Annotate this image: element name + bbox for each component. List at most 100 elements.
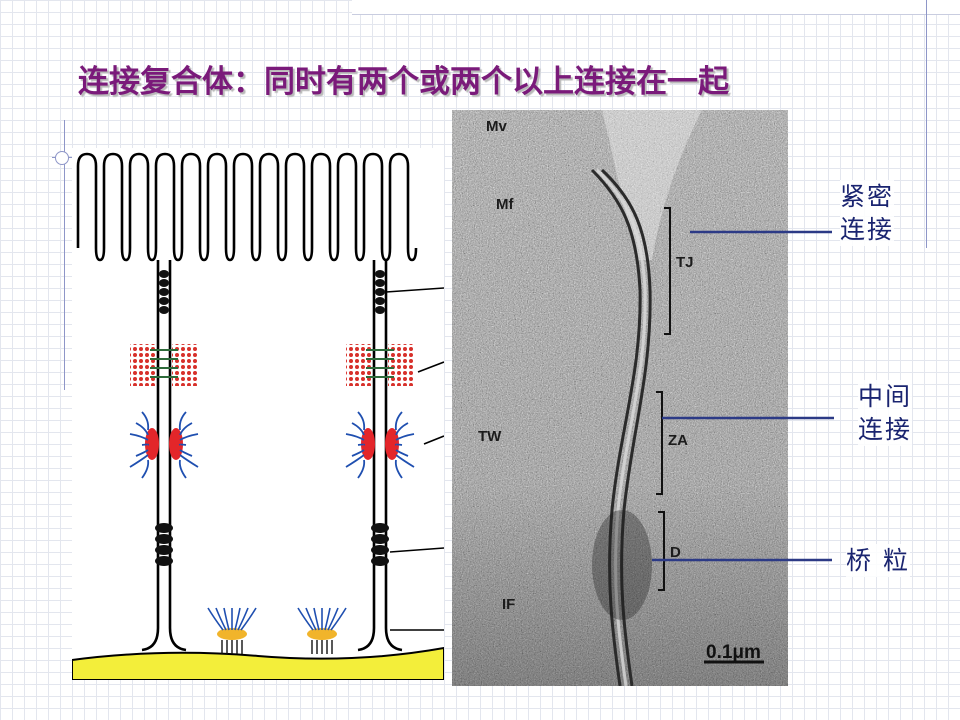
intermediate-filament bbox=[351, 449, 365, 457]
electron-micrograph bbox=[452, 110, 792, 687]
lateral-membrane-2 bbox=[384, 260, 403, 652]
hemidesmosome-filament bbox=[330, 607, 347, 631]
desmosome-plaque bbox=[385, 428, 399, 460]
gap-junction-bead bbox=[371, 556, 389, 566]
intermediate-filament bbox=[395, 454, 415, 468]
tight-junction-bead bbox=[375, 297, 385, 305]
schematic-pointer-desmosome bbox=[389, 547, 445, 553]
hemidesmosome-filament bbox=[223, 607, 230, 631]
label-zonula-adherens: 中间 连接 bbox=[858, 380, 913, 446]
intermediate-filament bbox=[178, 443, 187, 446]
intermediate-filament bbox=[179, 433, 199, 441]
label-zonula-adherens-line2: 连接 bbox=[858, 415, 913, 444]
right-decorative-line bbox=[926, 0, 927, 248]
gap-junction-bead bbox=[155, 556, 173, 566]
hemidesmosome-filament bbox=[297, 607, 314, 631]
intermediate-filament bbox=[141, 411, 150, 431]
gap-junction-bead bbox=[371, 545, 389, 555]
hemidesmosome-plaque bbox=[307, 628, 337, 640]
intermediate-filament bbox=[357, 459, 366, 479]
intermediate-filament bbox=[129, 433, 149, 441]
lateral-membrane-1 bbox=[141, 260, 160, 652]
intermediate-filament bbox=[345, 433, 365, 441]
left-decorative-line bbox=[64, 120, 65, 390]
intermediate-filament bbox=[345, 454, 365, 468]
lateral-membrane-1 bbox=[168, 260, 187, 652]
intermediate-filament bbox=[179, 422, 193, 436]
tight-junction-bead bbox=[375, 288, 385, 296]
intermediate-filament bbox=[395, 433, 415, 441]
lateral-membrane-2 bbox=[357, 260, 376, 652]
tight-junction-bead bbox=[159, 306, 169, 314]
label-tight-junction: 紧密 连接 bbox=[840, 180, 895, 246]
em-label-mf: Mf bbox=[496, 196, 514, 213]
junction-schematic-svg bbox=[71, 152, 445, 681]
top-decorative-band bbox=[352, 0, 960, 15]
intermediate-filament bbox=[395, 422, 409, 436]
em-label-za: ZA bbox=[668, 432, 688, 449]
hemidesmosome-filament bbox=[313, 607, 320, 631]
intermediate-filament bbox=[135, 422, 149, 436]
intermediate-filament bbox=[179, 454, 199, 468]
intermediate-filament bbox=[357, 411, 366, 431]
desmosome-plaque bbox=[169, 428, 183, 460]
slide-title: 连接复合体：同时有两个或两个以上连接在一起 bbox=[78, 64, 729, 100]
intermediate-filament bbox=[394, 443, 403, 446]
left-decorative-ring bbox=[55, 151, 69, 165]
bracket-tj bbox=[664, 207, 671, 335]
intermediate-filament bbox=[357, 443, 366, 446]
hemidesmosome-filament bbox=[207, 607, 224, 631]
tight-junction-bead bbox=[375, 306, 385, 314]
hemidesmosome-filament bbox=[324, 607, 331, 631]
intermediate-filament bbox=[178, 459, 187, 479]
gap-junction-bead bbox=[371, 534, 389, 544]
tight-junction-bead bbox=[159, 279, 169, 287]
em-label-tw: TW bbox=[478, 428, 502, 445]
desmosome-plaque bbox=[361, 428, 375, 460]
intermediate-filament bbox=[394, 411, 403, 431]
gap-junction-bead bbox=[155, 523, 173, 533]
bracket-d bbox=[658, 511, 665, 591]
membrane-left bbox=[590, 168, 642, 687]
junction-schematic bbox=[71, 148, 445, 681]
scale-bar-label: 0.1μm bbox=[706, 642, 761, 663]
hemidesmosome-plaque bbox=[217, 628, 247, 640]
intermediate-filament bbox=[141, 459, 150, 479]
schematic-pointer-zonula bbox=[423, 435, 445, 445]
gap-junction-bead bbox=[155, 534, 173, 544]
micrograph-svg bbox=[452, 110, 792, 687]
lumen-region bbox=[602, 110, 702, 260]
desmosome-plaque bbox=[145, 428, 159, 460]
intermediate-filament bbox=[179, 449, 193, 457]
em-label-mv: Mv bbox=[486, 118, 507, 135]
desmosome-plaque bbox=[592, 510, 652, 620]
intermediate-filament bbox=[129, 454, 149, 468]
intermediate-filament bbox=[178, 411, 187, 431]
intermediate-filament bbox=[394, 459, 403, 479]
tight-junction-bead bbox=[159, 270, 169, 278]
gap-junction-bead bbox=[155, 545, 173, 555]
intermediate-filament bbox=[395, 449, 409, 457]
hemidesmosome-filament bbox=[305, 607, 317, 631]
em-label-if: IF bbox=[502, 596, 516, 613]
junction-markers bbox=[129, 270, 415, 654]
em-label-d: D bbox=[670, 544, 681, 561]
intermediate-filament bbox=[135, 449, 149, 457]
schematic-pointer-tight bbox=[385, 287, 445, 293]
tight-junction-bead bbox=[375, 270, 385, 278]
label-tight-junction-line2: 连接 bbox=[840, 215, 895, 244]
label-desmosome: 桥 粒 bbox=[846, 544, 910, 577]
tight-junction-bead bbox=[159, 297, 169, 305]
gap-junction-bead bbox=[371, 523, 389, 533]
intercellular-gap bbox=[595, 168, 647, 687]
hemidesmosome-filament bbox=[237, 607, 249, 631]
schematic-pointer-adherens bbox=[417, 361, 445, 373]
intermediate-filament bbox=[351, 422, 365, 436]
microvilli-border bbox=[76, 152, 418, 262]
tight-junction-bead bbox=[159, 288, 169, 296]
label-tight-junction-line1: 紧密 bbox=[840, 182, 895, 211]
hemidesmosome-filament bbox=[327, 607, 339, 631]
basement-membrane bbox=[71, 646, 445, 681]
label-zonula-adherens-line1: 中间 bbox=[858, 382, 913, 411]
hemidesmosome-filament bbox=[215, 607, 227, 631]
